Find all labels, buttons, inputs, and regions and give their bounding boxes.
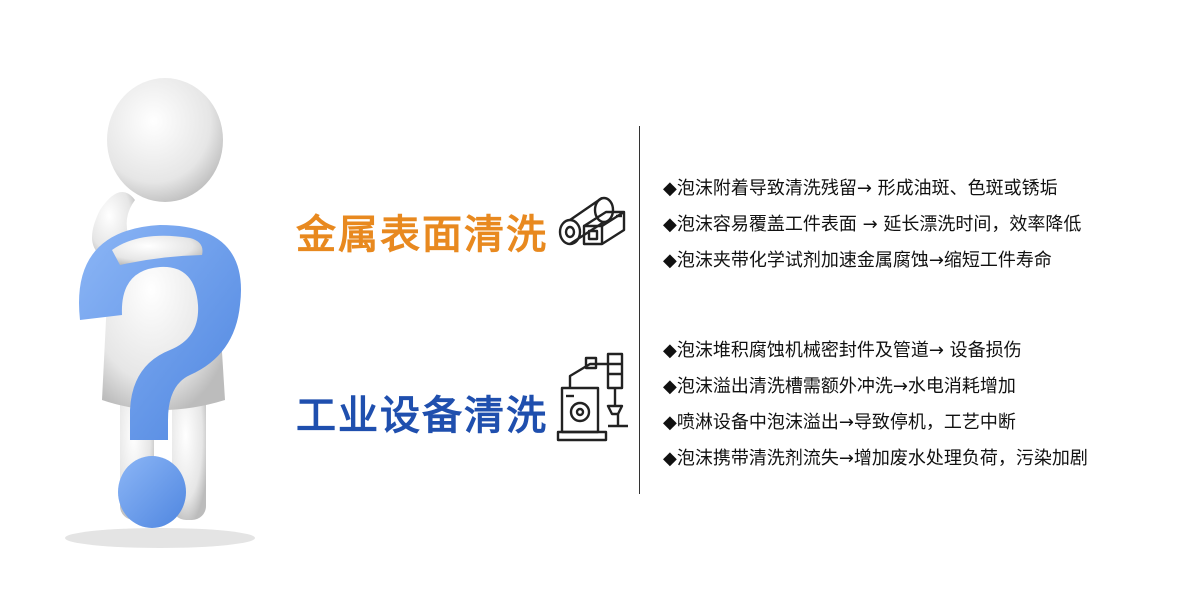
list-item: ◆泡沫夹带化学试剂加速金属腐蚀→缩短工件寿命 <box>663 250 1052 271</box>
industrial-issues-list: ◆泡沫堆积腐蚀机械密封件及管道→ 设备损伤 ◆泡沫溢出清洗槽需额外冲洗→水电消耗… <box>663 333 1088 477</box>
metal-cleaning-title: 金属表面清洗 <box>296 212 548 258</box>
question-mark-icon <box>79 225 241 528</box>
list-item: ◆泡沫容易覆盖工件表面 → 延长漂洗时间，效率降低 <box>663 214 1082 235</box>
list-item: ◆泡沫附着导致清洗残留→ 形成油斑、色斑或锈垢 <box>663 178 1058 199</box>
thinking-figure-with-question-mark <box>65 78 255 548</box>
industrial-machine-icon <box>556 352 628 442</box>
list-item: ◆喷淋设备中泡沫溢出→导致停机，工艺中断 <box>663 412 1016 433</box>
metal-materials-icon <box>558 196 626 246</box>
list-item: ◆泡沫溢出清洗槽需额外冲洗→水电消耗增加 <box>663 376 1016 397</box>
industrial-cleaning-title: 工业设备清洗 <box>296 393 548 439</box>
list-item: ◆泡沫携带清洗剂流失→增加废水处理负荷，污染加剧 <box>663 448 1088 469</box>
metal-issues-list: ◆泡沫附着导致清洗残留→ 形成油斑、色斑或锈垢 ◆泡沫容易覆盖工件表面 → 延长… <box>663 171 1081 279</box>
list-item: ◆泡沫堆积腐蚀机械密封件及管道→ 设备损伤 <box>663 340 1022 361</box>
vertical-divider <box>639 126 640 494</box>
